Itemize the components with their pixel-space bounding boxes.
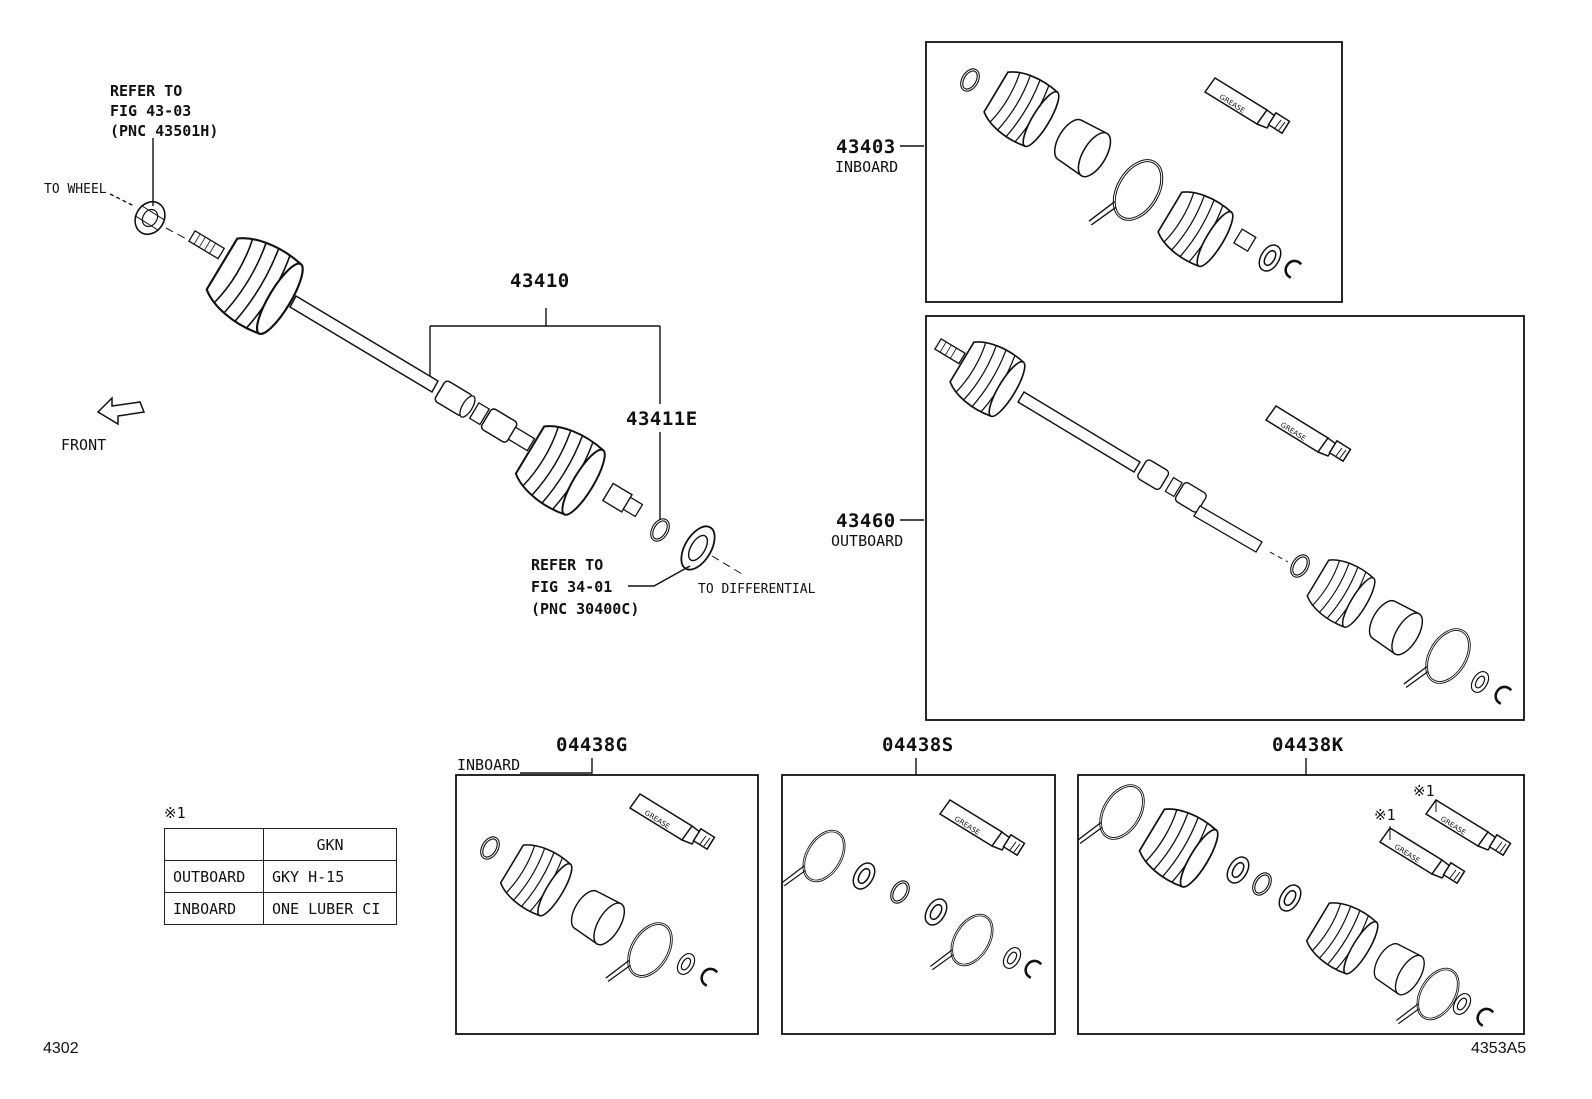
table-cell: ONE LUBER CI bbox=[263, 892, 397, 925]
part-43410: 43410 bbox=[510, 270, 570, 292]
seal-ref-line1: REFER TO bbox=[531, 556, 604, 574]
snap-ring bbox=[646, 515, 674, 545]
kit-04438s-box bbox=[781, 774, 1056, 1035]
hub-nut-ref-line1: REFER TO bbox=[110, 82, 183, 100]
figure-code-right: 4353A5 bbox=[1471, 1040, 1527, 1057]
table-cell: INBOARD bbox=[164, 892, 264, 925]
inboard-label-43403: INBOARD bbox=[835, 158, 899, 176]
table-row: OUTBOARD GKY H-15 bbox=[164, 860, 397, 893]
part-04438k: 04438K bbox=[1272, 734, 1344, 756]
boot-kit-inboard-box bbox=[925, 41, 1343, 303]
table-cell: GKY H-15 bbox=[263, 860, 397, 893]
part-04438g: 04438G bbox=[556, 734, 628, 756]
table-note-mark: ※1 bbox=[164, 804, 186, 822]
outboard-label-43460: OUTBOARD bbox=[831, 532, 904, 550]
kit-04438g-box bbox=[455, 774, 759, 1035]
front-label: FRONT bbox=[61, 436, 107, 454]
leader-lines bbox=[109, 138, 1307, 775]
part-43411e: 43411E bbox=[626, 408, 698, 430]
spec-table: GKN OUTBOARD GKY H-15 INBOARD ONE LUBER … bbox=[164, 828, 397, 925]
drive-shaft-assembly bbox=[134, 200, 743, 575]
hub-nut-ref-line2: FIG 43-03 bbox=[110, 102, 192, 120]
front-arrow-icon bbox=[96, 396, 146, 426]
to-differential-label: TO DIFFERENTIAL bbox=[698, 582, 816, 597]
table-header-gkn: GKN bbox=[263, 828, 397, 861]
hub-nut bbox=[134, 200, 166, 236]
note-mark-2: ※1 bbox=[1413, 782, 1435, 800]
table-cell: OUTBOARD bbox=[164, 860, 264, 893]
part-43460: 43460 bbox=[836, 510, 896, 532]
part-04438s: 04438S bbox=[882, 734, 954, 756]
inboard-label-04438g: INBOARD bbox=[457, 756, 521, 774]
note-mark-1: ※1 bbox=[1374, 806, 1396, 824]
inboard-cv-boot bbox=[508, 414, 614, 523]
table-row: GKN bbox=[164, 828, 397, 861]
figure-code-left: 4302 bbox=[43, 1040, 79, 1057]
hub-nut-ref-line3: (PNC 43501H) bbox=[110, 122, 219, 140]
seal-ref-line3: (PNC 30400C) bbox=[531, 600, 640, 618]
oil-seal bbox=[680, 525, 716, 571]
to-wheel-label: TO WHEEL bbox=[44, 182, 107, 197]
kit-04438k-box bbox=[1077, 774, 1525, 1035]
table-cell bbox=[164, 828, 264, 861]
seal-ref-line2: FIG 34-01 bbox=[531, 578, 613, 596]
boot-kit-outboard-box bbox=[925, 315, 1525, 721]
part-43403: 43403 bbox=[836, 136, 896, 158]
table-row: INBOARD ONE LUBER CI bbox=[164, 892, 397, 925]
